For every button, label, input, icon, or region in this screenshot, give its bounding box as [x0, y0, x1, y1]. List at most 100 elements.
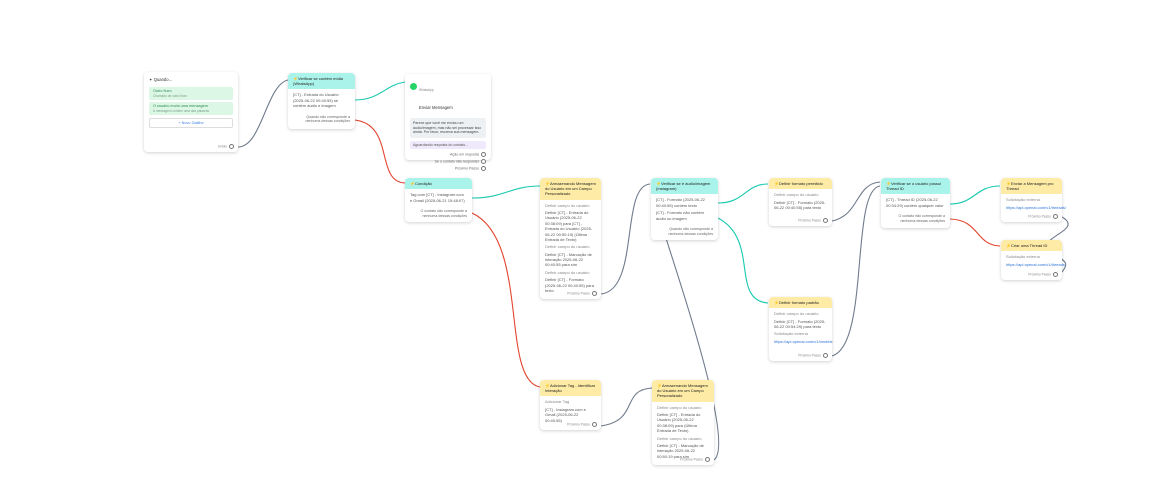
connector-handle[interactable] — [823, 353, 828, 358]
fallback-condition: O contato não corresponde a nenhuma dess… — [898, 214, 945, 223]
sparkle-icon: ✦ — [149, 77, 153, 82]
connector-handle[interactable] — [481, 166, 486, 172]
check-audio-image-node[interactable]: ⚡Verificar se é áudio/imagem (Instagram)… — [651, 178, 718, 240]
next-step-label: Então — [218, 144, 227, 149]
next-step-label: Próximo Passo — [1028, 272, 1051, 277]
connector-handle[interactable] — [229, 144, 234, 149]
connector-handle[interactable] — [705, 457, 710, 462]
connector-handle[interactable] — [481, 152, 486, 158]
next-step-label: Próximo Passo — [567, 422, 590, 427]
edge-y1-to-n2 — [600, 183, 651, 295]
bolt-icon: ⚡ — [774, 181, 779, 186]
bolt-icon: ⚡ — [886, 181, 891, 186]
bolt-icon: ⚡ — [774, 300, 779, 305]
add-trigger-button[interactable]: + Novo Gatilho — [149, 118, 233, 129]
action-label: Adicionar Tag — [545, 399, 570, 405]
node-title: Verificar se contém mídia (WhatsApp) — [293, 76, 343, 87]
node-title: Armazenando Mensagem do Usuário em um Ca… — [545, 181, 596, 197]
action-value: Definir [CT] - Formato (2025-06-22 00:54… — [774, 318, 826, 329]
trigger-sub: Chamado de outro fluxo — [153, 93, 188, 98]
action-value: Definir [CT] - Marcação de interação 202… — [545, 251, 592, 268]
external-request-label: Solicitação externa — [1006, 254, 1040, 260]
channel-label: WhatsApp — [419, 88, 434, 92]
action-label: Definir campo do usuário — [657, 404, 702, 410]
whatsapp-icon — [410, 83, 417, 91]
condition-line: [CT] - Formato não contém áudio ou image… — [656, 210, 705, 221]
node-title: Verificar se o usuário possui Thread ID — [886, 181, 942, 192]
node-title: Armazenando Mensagem do Usuário em um Ca… — [657, 383, 708, 399]
action-value: Definir [CT] - Formato (2025-06-22 00:40… — [545, 277, 594, 294]
bolt-icon: ⚡ — [545, 383, 550, 388]
edge-fmt2-to-thread — [831, 185, 881, 357]
check-media-node[interactable]: ⚡Verificar se contém mídia (WhatsApp) [C… — [288, 73, 355, 129]
connector-handle[interactable] — [1053, 214, 1058, 219]
connector-handle[interactable] — [592, 422, 597, 427]
action-label: Definir campo do usuário — [545, 244, 590, 250]
bolt-icon: ⚡ — [1006, 181, 1011, 186]
send-to-thread-node[interactable]: ⚡Enviar a Mensagem pro Thread Solicitaçã… — [1001, 178, 1067, 222]
connector-handle[interactable] — [823, 218, 828, 223]
connector-handle[interactable] — [481, 159, 486, 165]
create-thread-node[interactable]: ⚡Criar uma Thread ID Solicitação externa… — [1001, 240, 1065, 280]
next-step-label: Próximo Passo — [1028, 214, 1051, 219]
condition-line: Tag com [CT] - Instagram.com e Gmail (20… — [410, 192, 465, 203]
trigger-label: O usuário envia uma mensagem — [153, 104, 208, 109]
connector-handle[interactable] — [592, 291, 597, 296]
next-step-label: Próximo Passo — [454, 166, 479, 171]
next-step-label: Próximo Passo — [567, 291, 590, 296]
set-allowed-format-node[interactable]: ⚡Definir formato permitido Definir campo… — [769, 178, 832, 226]
node-title: Condição — [415, 181, 432, 186]
node-title: Enviar a Mensagem pro Thread — [1006, 181, 1054, 192]
edge-n2-to-fmt2 — [717, 217, 769, 304]
external-request-url[interactable]: https://api.openai.com/v1/models — [774, 338, 833, 344]
edge-n1-to-cond — [354, 119, 406, 184]
store-message-node[interactable]: ⚡Armazenando Mensagem do Usuário em um C… — [540, 178, 601, 299]
action-value: Definir [CT] - Formato (2025-06-22 00:40… — [774, 199, 826, 210]
action-value: Definir [CT] - Entrada do Usuário (2025-… — [657, 411, 701, 434]
node-title: Criar uma Thread ID — [1011, 243, 1048, 248]
bolt-icon: ⚡ — [545, 181, 550, 186]
node-title: Definir formato permitido — [779, 181, 823, 186]
bolt-icon: ⚡ — [1006, 243, 1011, 248]
next-step-label: Próximo Passo — [798, 218, 821, 223]
next-step-label: Próximo Passo — [680, 457, 703, 462]
condition-line: [CT] - Thread ID (2025-06-22 00:34:29) c… — [886, 197, 944, 208]
action-value: [CT] - Instagram.com e Gmail (2025-06-22… — [545, 406, 586, 423]
edge-tag-to-y2 — [600, 387, 653, 427]
edge-n2-to-fmt1 — [717, 183, 769, 204]
trigger-sub: A mensagem contém uma das palavras — [153, 109, 209, 113]
bolt-icon: ⚡ — [656, 181, 661, 186]
action-value: Definir [CT] - Entrada do Usuário (2025-… — [545, 209, 593, 242]
condition-line: [CT] - Formato (2025-06-22 00:40:55) con… — [656, 197, 705, 208]
start-title: Quando... — [153, 77, 173, 82]
node-title: Enviar Mensagem — [419, 105, 453, 110]
wait-reply-chip: Aguardando resposta do contato... — [410, 141, 486, 150]
no-reply-option: Se o contato não responder — [434, 159, 479, 164]
store-message-node-2[interactable]: ⚡Armazenando Mensagem do Usuário em um C… — [652, 380, 714, 465]
bolt-icon: ⚡ — [657, 383, 662, 388]
check-thread-id-node[interactable]: ⚡Verificar se o usuário possui Thread ID… — [881, 178, 950, 228]
set-default-format-node[interactable]: ⚡Definir formato padrão Definir campo do… — [769, 297, 832, 361]
edge-cond-to-tag — [471, 212, 541, 388]
external-request-url[interactable]: https://api.openai.com/v1/threads — [1006, 261, 1065, 267]
node-title: Verificar se é áudio/imagem (Instagram) — [656, 181, 711, 192]
fallback-condition: Quando não corresponde a nenhuma dessas … — [668, 226, 713, 236]
edge-start-to-n1 — [237, 79, 289, 148]
external-request-url[interactable]: https://api.openai.com/v1/threads/ — [1006, 204, 1067, 210]
fallback-condition: O contato não corresponde a nenhuma dess… — [420, 208, 467, 218]
add-tag-node[interactable]: ⚡Adicionar Tag - Identificar Interação A… — [540, 380, 601, 430]
edge-thread-to-send — [949, 185, 1001, 205]
external-request-label: Solicitação externa — [1006, 197, 1040, 203]
edge-fmt1-to-thread — [831, 181, 881, 222]
trigger-label: Outro fluxo — [153, 89, 172, 93]
external-request-label: Solicitação externa — [774, 331, 808, 337]
connector-handle[interactable] — [1053, 272, 1058, 277]
action-label: Definir campo do usuário — [545, 202, 590, 208]
bolt-icon: ⚡ — [410, 181, 415, 186]
condition-node[interactable]: ⚡Condição Tag com [CT] - Instagram.com e… — [405, 178, 472, 222]
